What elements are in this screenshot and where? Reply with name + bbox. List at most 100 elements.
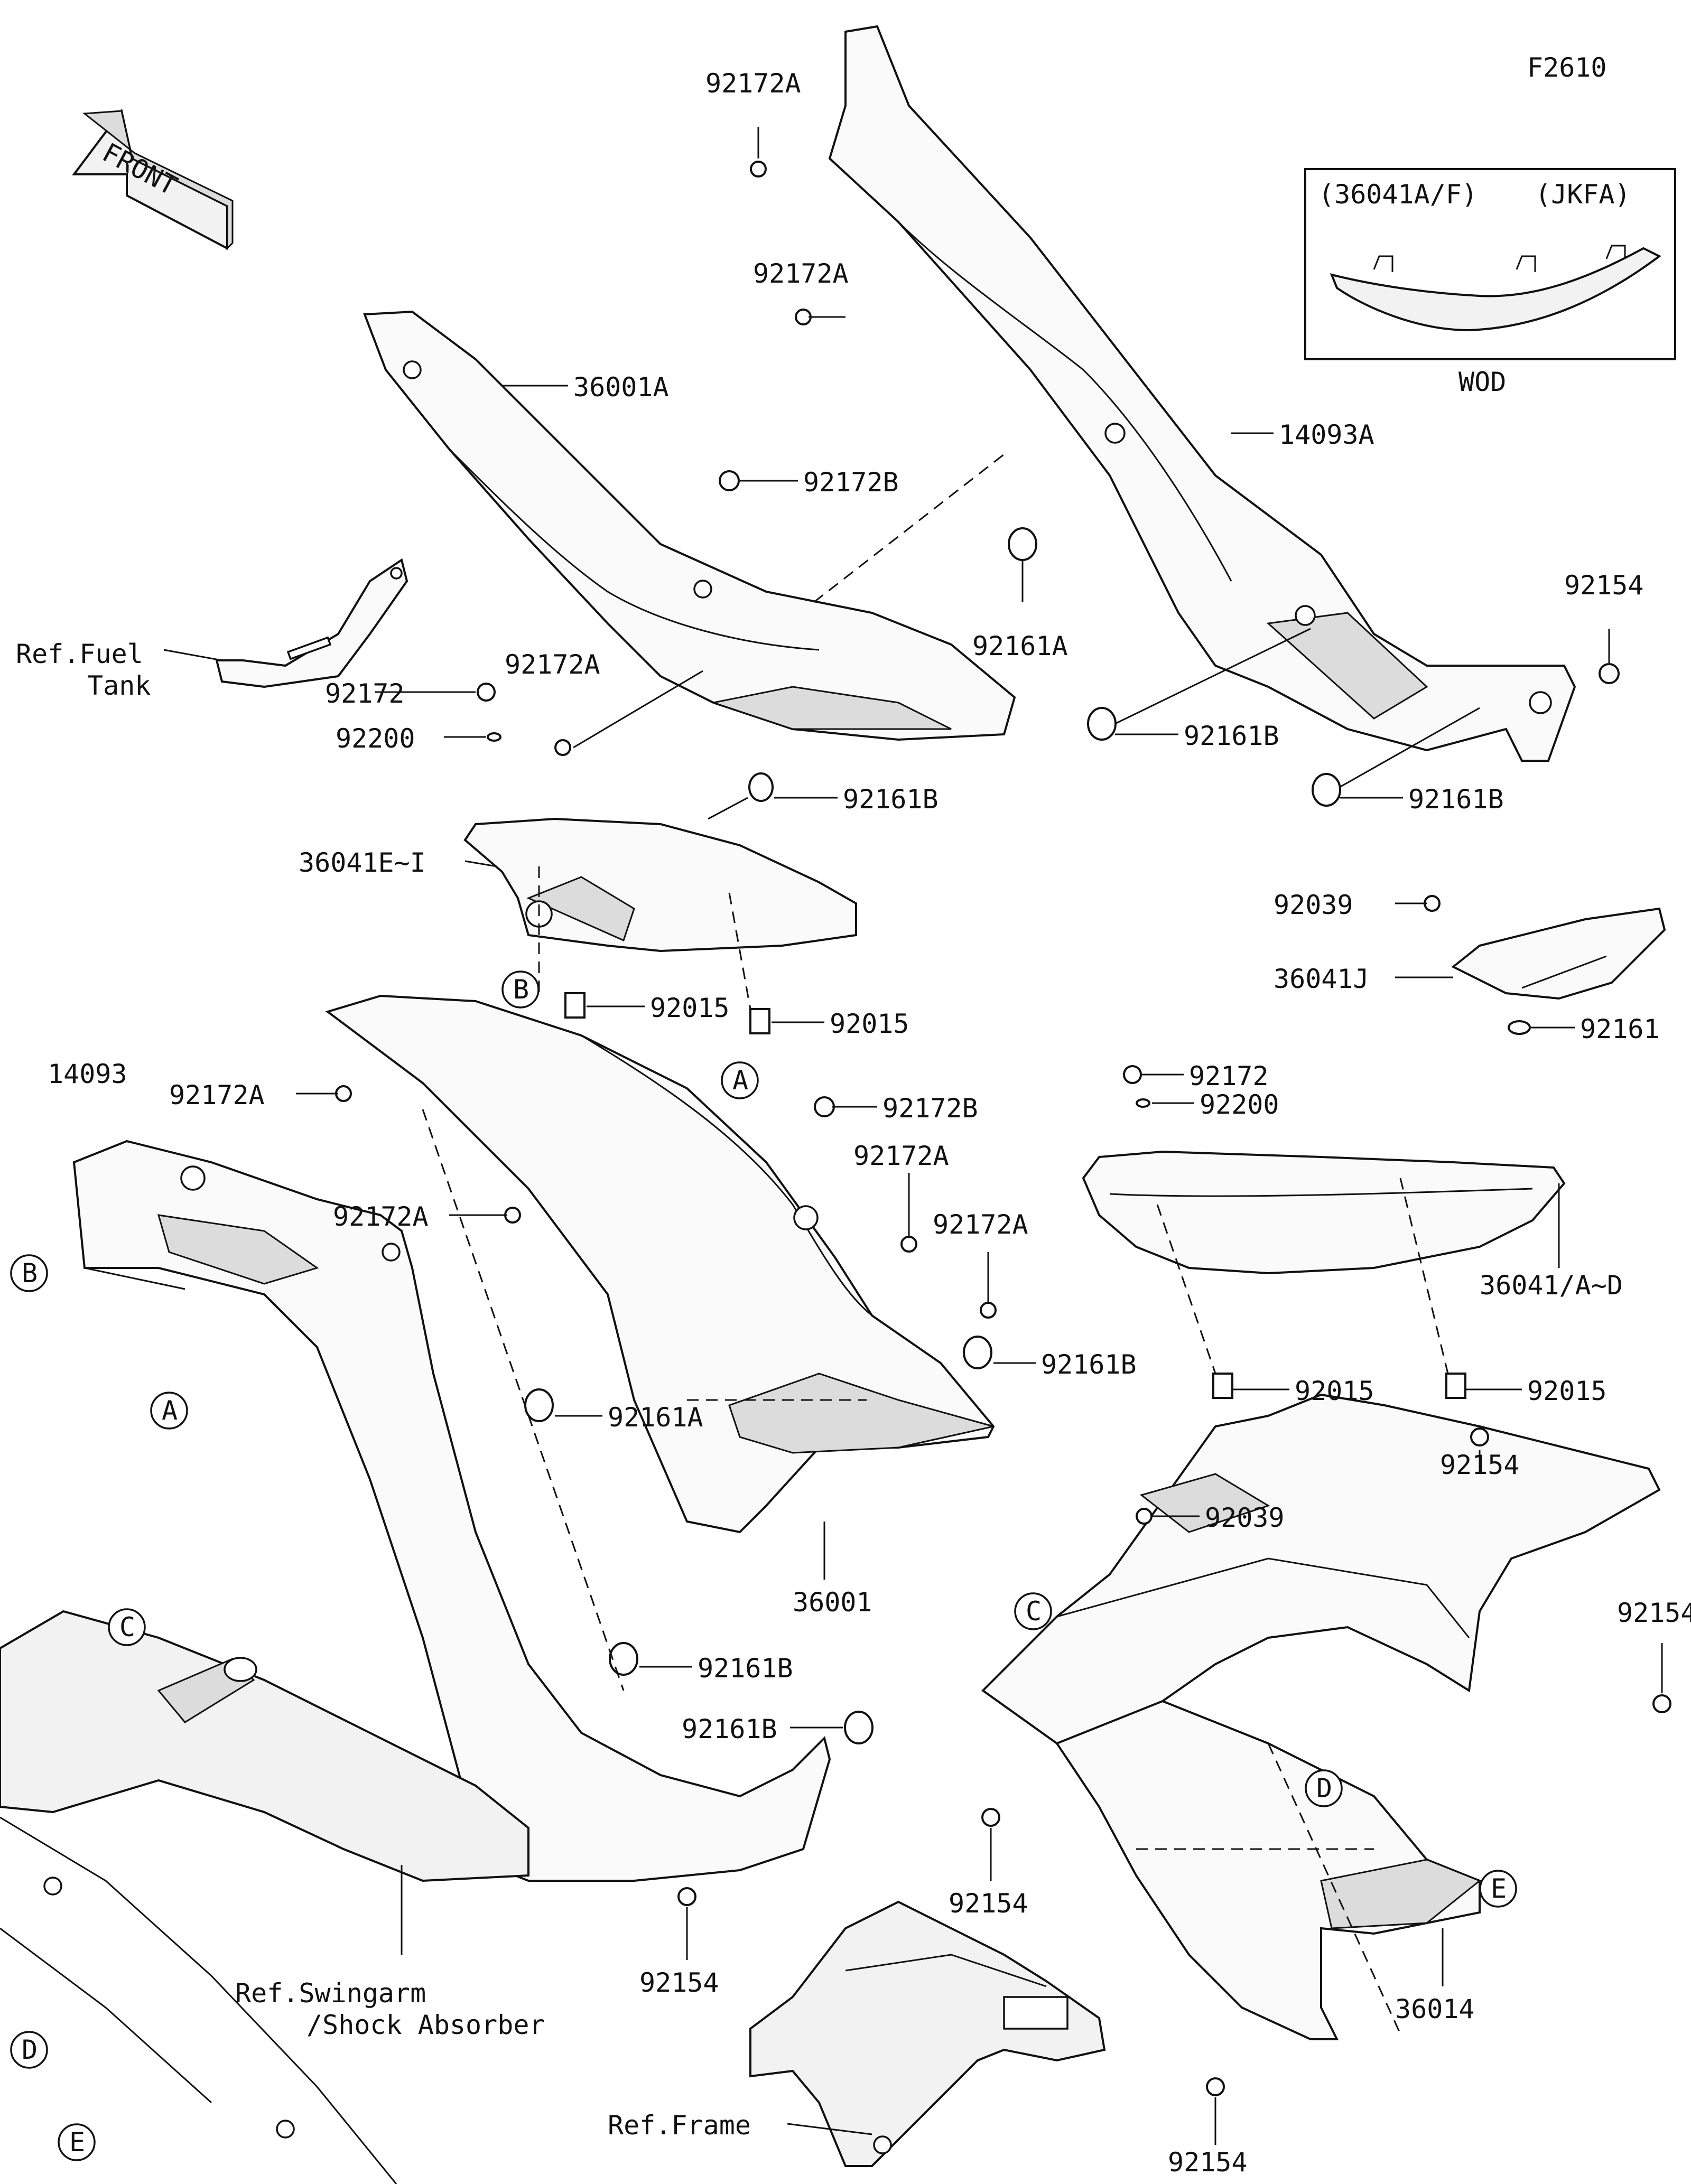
part-36014-shape: [1055, 1700, 1481, 2040]
part-label: 92015: [1295, 1376, 1374, 1406]
part-label: 92172A: [753, 258, 849, 289]
bolt-icon: [795, 309, 812, 325]
callout-E-left: E: [58, 2123, 96, 2161]
part-label: 92161A: [972, 631, 1068, 661]
grommet-icon: [1008, 527, 1037, 561]
callout-C-left: C: [108, 1608, 146, 1646]
grommet-icon: [748, 772, 774, 802]
part-label: 36014: [1395, 1994, 1475, 2024]
part-label: 92161B: [682, 1714, 777, 1744]
bolt-icon: [677, 1887, 696, 1906]
part-label: 92172A: [505, 649, 600, 680]
callout-B-left: B: [10, 1254, 48, 1292]
bolt-icon: [1424, 895, 1441, 912]
bolt-icon: [1652, 1694, 1671, 1713]
part-label: 92015: [650, 993, 730, 1023]
part-label: 92172A: [169, 1080, 265, 1110]
ref-fuel-tank-line1: Ref.Fuel: [16, 639, 143, 669]
part-label: 92172A: [933, 1209, 1028, 1240]
part-label: 92154: [1440, 1450, 1520, 1480]
bolt-icon: [750, 161, 767, 178]
part-label: 14093: [48, 1059, 127, 1089]
part-label: 14093A: [1279, 419, 1374, 450]
part-label: 36001: [793, 1587, 872, 1618]
bolt-icon: [719, 470, 740, 491]
ref-frame: Ref.Frame: [608, 2110, 751, 2141]
part-36041AD-shape: [1082, 1150, 1566, 1275]
part-label: 92154: [639, 1967, 719, 1998]
part-label: 92039: [1274, 890, 1353, 920]
bolt-icon: [980, 1302, 997, 1319]
bolt-icon: [1206, 2077, 1225, 2096]
svg-text:C: C: [1026, 1596, 1042, 1627]
frame-shape: [749, 1900, 1106, 2167]
part-label: 92161B: [698, 1653, 793, 1684]
grommet-icon: [1087, 707, 1117, 741]
collar-icon: [749, 1008, 770, 1034]
grommet-icon: [1312, 773, 1341, 807]
svg-text:E: E: [1491, 1873, 1507, 1904]
svg-text:B: B: [22, 1258, 38, 1289]
callout-A-top: A: [721, 1061, 759, 1099]
part-label: 92015: [1527, 1376, 1607, 1406]
washer-icon: [487, 732, 501, 742]
figure-code: F2610: [1527, 52, 1607, 83]
part-36001-shape: [325, 994, 995, 1534]
inset-left-label: (36041A/F): [1318, 179, 1478, 210]
bolt-icon: [1123, 1065, 1142, 1084]
inset-right-label: (JKFA): [1535, 179, 1631, 210]
part-label: 36041E~I: [299, 847, 426, 878]
part-label: 36001A: [573, 372, 669, 403]
svg-text:A: A: [162, 1395, 178, 1426]
part-label: 92161B: [1041, 1349, 1137, 1380]
leader-lines: [163, 127, 1663, 2145]
inset-box: (36041A/F) (JKFA) WOD: [1304, 168, 1676, 397]
svg-text:E: E: [69, 2127, 85, 2158]
collar-icon: [564, 992, 586, 1019]
callout-A-left: A: [150, 1392, 188, 1430]
part-label: 92172A: [333, 1201, 429, 1232]
bolt-icon: [504, 1207, 521, 1224]
part-label: 92161A: [608, 1402, 703, 1433]
part-label: 92172A: [705, 68, 801, 99]
svg-text:B: B: [513, 974, 529, 1005]
bolt-icon: [335, 1085, 352, 1102]
part-label: 92172: [1189, 1061, 1269, 1091]
ref-fuel-tank-line2: Tank: [87, 670, 151, 701]
svg-text:D: D: [1316, 1773, 1332, 1804]
part-label: 92161: [1580, 1014, 1660, 1044]
inset-bottom-label: WOD: [1458, 367, 1506, 397]
part-labels: 92172A 92172A 36001A 92172B 14093A 92161…: [16, 68, 1691, 2178]
fuel-tank-bracket-shape: [215, 558, 408, 688]
part-label: 92039: [1205, 1502, 1285, 1533]
part-right-cover-shape: [981, 1393, 1661, 1744]
grommet-icon: [963, 1336, 992, 1369]
washer-icon: [1136, 1098, 1150, 1108]
part-14093-shape: [72, 1140, 831, 1882]
callout-D-right: D: [1305, 1769, 1343, 1807]
ref-swingarm-line2: /Shock Absorber: [306, 2010, 545, 2040]
callout-D-left: D: [10, 2031, 48, 2069]
grommet-icon: [609, 1642, 638, 1676]
part-label: 92172: [325, 678, 405, 709]
part-label: 92200: [1200, 1089, 1279, 1120]
part-label: 92161B: [1408, 784, 1504, 815]
callout-E-right: E: [1479, 1870, 1517, 1908]
part-label: 92172A: [853, 1141, 949, 1171]
front-arrow-icon: FRONT: [72, 108, 234, 250]
part-label: 92172B: [882, 1093, 978, 1124]
bolt-icon: [981, 1808, 1000, 1827]
part-36041EI-shape: [463, 817, 857, 953]
part-label: 92154: [1168, 2147, 1248, 2178]
svg-text:C: C: [119, 1612, 135, 1642]
part-label: 92154: [1564, 570, 1644, 601]
part-14093A-shape: [828, 25, 1576, 762]
bolt-icon: [1599, 663, 1620, 684]
svg-text:D: D: [22, 2034, 38, 2065]
bolt-icon: [1470, 1427, 1489, 1446]
grommet-icon: [844, 1711, 874, 1744]
swingarm-shape: [0, 1610, 529, 2184]
fasteners: [335, 161, 1671, 2096]
